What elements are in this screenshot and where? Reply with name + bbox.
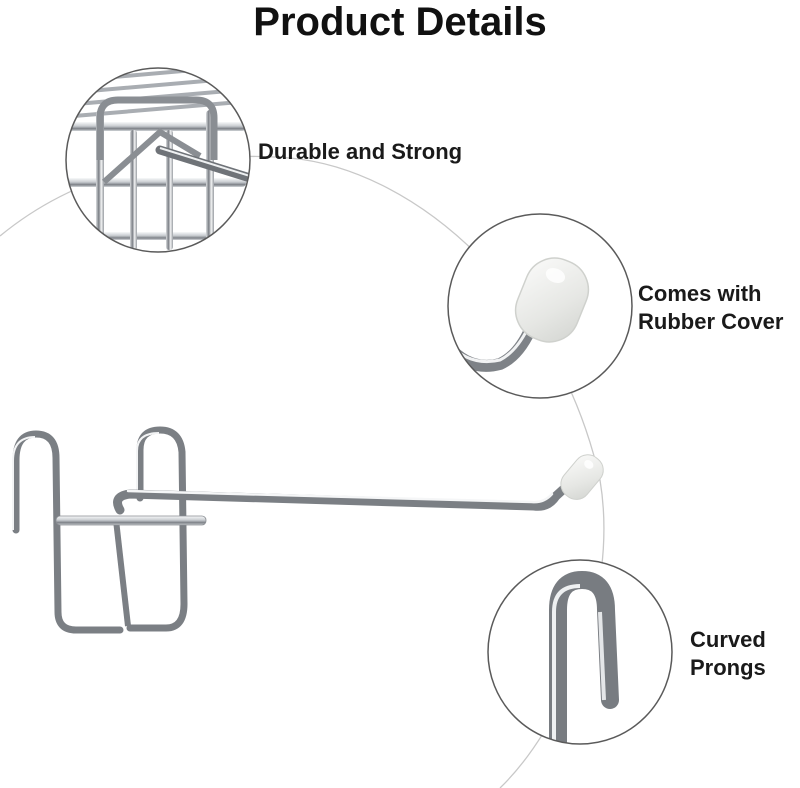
- feature-label-line: Comes with: [638, 281, 762, 306]
- feature-label-durable: Durable and Strong: [258, 138, 462, 166]
- feature-label-line: Durable and Strong: [258, 139, 463, 164]
- curved-prong-closeup-icon: [487, 559, 673, 745]
- feature-label-rubber-cover: Comes with Rubber Cover: [638, 280, 783, 336]
- feature-label-curved-prongs: Curved Prongs: [690, 626, 766, 682]
- feature-label-line: Prongs: [690, 655, 766, 680]
- page-title: Product Details: [253, 0, 547, 44]
- wire-grid-closeup-icon: [65, 67, 251, 253]
- feature-label-line: Rubber Cover: [638, 309, 784, 334]
- feature-label-line: Curved: [690, 627, 766, 652]
- rubber-cap-closeup-icon: [447, 213, 633, 399]
- grid-wall-hook-image: [12, 426, 604, 634]
